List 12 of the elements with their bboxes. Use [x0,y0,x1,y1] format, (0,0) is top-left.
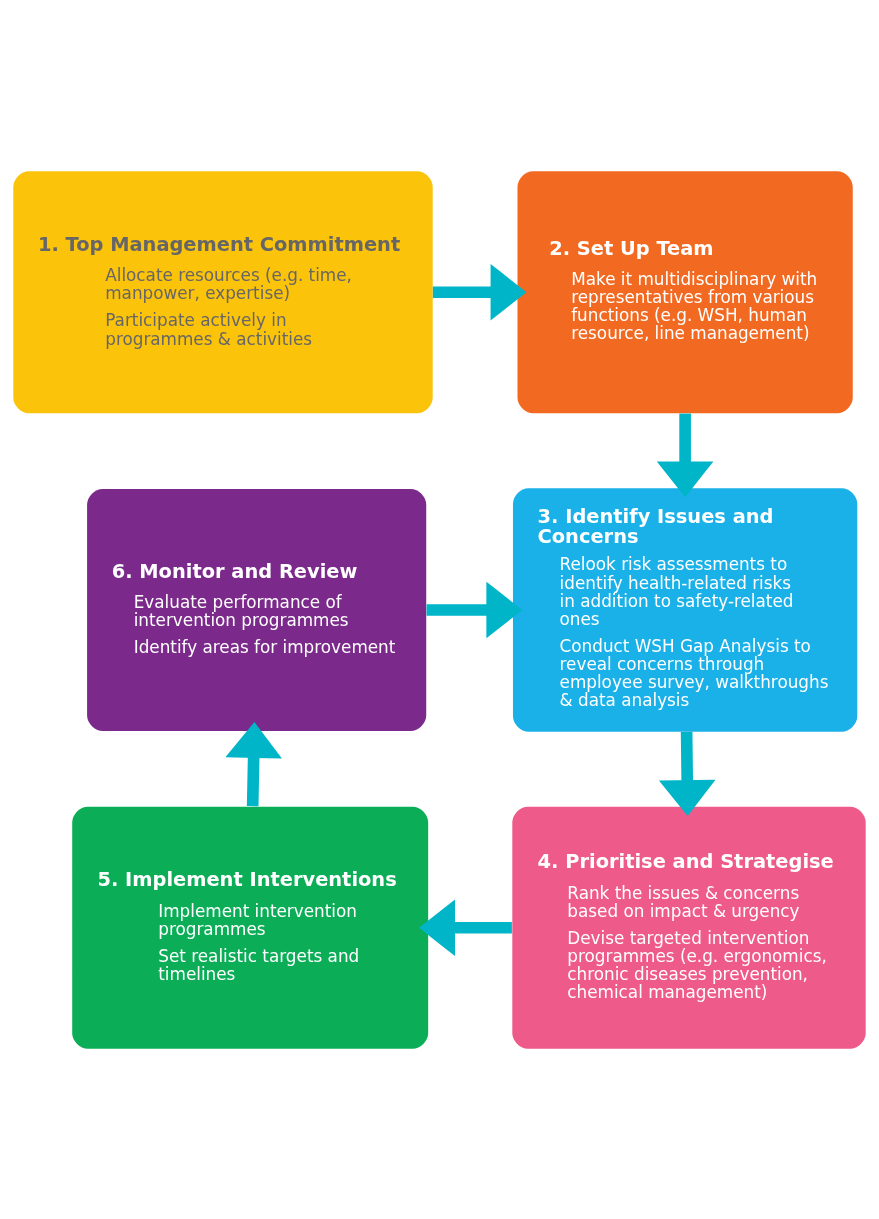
node-box: 1. Top Management Commitment Allocate resources (e.g. time, manpower, expertise) Participate actively in programmes & activities [13,170,433,413]
arrow [419,898,512,956]
node-box: 2. Set Up Team Make it multidisciplinary with representatives from various functions (e.g. WSH, human resource, line management) [517,170,853,413]
node-box: 6. Monitor and Review Evaluate performance of intervention programmes Identify areas for improvement [87,488,427,731]
arrow [432,263,527,321]
node-box: 3. Identify Issues and Concerns Relook risk assessments to identify health-related risks in addition to safety-related ones Conduct WSH Gap Analysis to reveal concerns through employee survey, walkthroughs & data analysis [512,487,858,732]
arrow [225,721,282,806]
arrow [656,413,714,497]
node-box: 5. Implement Interventions Implement intervention programmes Set realistic targets and timelines [72,806,429,1049]
arrow [658,731,716,816]
arrow [426,581,523,638]
node-box: 4. Prioritise and Strategise Rank the issues & concerns based on impact & urgency Devise targeted intervention programmes (e.g. ergonomics, chronic diseases prevention, chemical management) [512,806,866,1049]
